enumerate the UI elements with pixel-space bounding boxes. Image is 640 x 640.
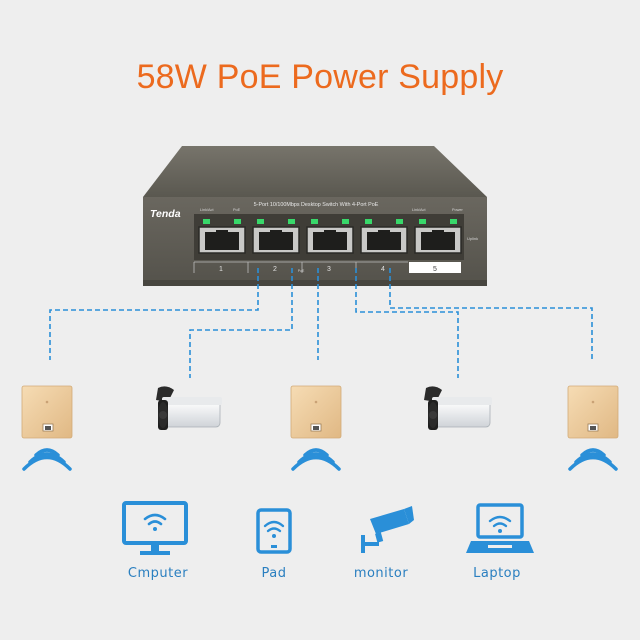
- tablet-wifi-icon: [256, 508, 292, 554]
- wall-access-point-2: [290, 385, 342, 439]
- led-2b: [288, 219, 295, 224]
- ethernet-port-4: [360, 226, 408, 254]
- link-port2-to-camera1: [189, 268, 293, 378]
- led-5a: [419, 219, 426, 224]
- client-label-monitor: monitor: [353, 566, 409, 581]
- ip-camera-1: [156, 386, 222, 430]
- led-1a: [203, 219, 210, 224]
- ethernet-port-5: [414, 226, 462, 254]
- link-act-label-right: Link/Act: [412, 208, 426, 212]
- port-number-4: 4: [381, 266, 385, 273]
- brand-logo: Tenda: [150, 208, 181, 220]
- ethernet-port-1: [198, 226, 246, 254]
- cctv-camera-icon: [361, 506, 414, 553]
- headline: 58W PoE Power Supply: [136, 58, 504, 96]
- link-port1-to-ap1: [49, 268, 259, 360]
- wall-access-point-1: [21, 385, 73, 439]
- port-number-1: 1: [219, 266, 223, 273]
- monitor-wifi-icon: [122, 501, 188, 555]
- ip-camera-2: [424, 386, 492, 430]
- port-5-label-plate: [409, 262, 461, 273]
- wall-access-point-3: [567, 385, 619, 439]
- wifi-signal-icon: [568, 448, 618, 471]
- model-text: 5-Port 10/100Mbps Desktop Switch With 4-…: [254, 202, 379, 208]
- wifi-signal-icon: [291, 448, 341, 471]
- led-4a: [365, 219, 372, 224]
- port-number-2: 2: [273, 266, 277, 273]
- led-1b: [234, 219, 241, 224]
- power-label: Power: [452, 208, 463, 212]
- ethernet-port-3: [306, 226, 354, 254]
- port-number-3: 3: [327, 266, 331, 273]
- switch-top-panel: [143, 146, 487, 197]
- led-2a: [257, 219, 264, 224]
- led-power: [450, 219, 457, 224]
- led-3b: [342, 219, 349, 224]
- poe-label: PoE: [233, 208, 241, 212]
- led-3a: [311, 219, 318, 224]
- laptop-wifi-icon: [466, 503, 534, 553]
- led-4b: [396, 219, 403, 224]
- client-label-computer: Cmputer: [127, 566, 189, 581]
- connection-lines: [49, 268, 593, 378]
- link-port5-to-ap3: [389, 268, 593, 360]
- led-row: [203, 219, 457, 224]
- link-act-label-left: Link/Act: [200, 208, 214, 212]
- ethernet-ports: [198, 226, 462, 254]
- ethernet-port-2: [252, 226, 300, 254]
- uplink-label: Uplink: [467, 236, 478, 241]
- link-port4-to-camera2: [355, 268, 459, 378]
- wifi-signal-icon: [22, 448, 72, 471]
- poe-switch: Tenda 5-Port 10/100Mbps Desktop Switch W…: [143, 146, 487, 286]
- client-label-pad: Pad: [261, 566, 287, 581]
- client-label-laptop: Laptop: [473, 566, 521, 581]
- poe-bracket-label: PoE: [298, 269, 305, 273]
- port-number-5: 5: [433, 266, 437, 273]
